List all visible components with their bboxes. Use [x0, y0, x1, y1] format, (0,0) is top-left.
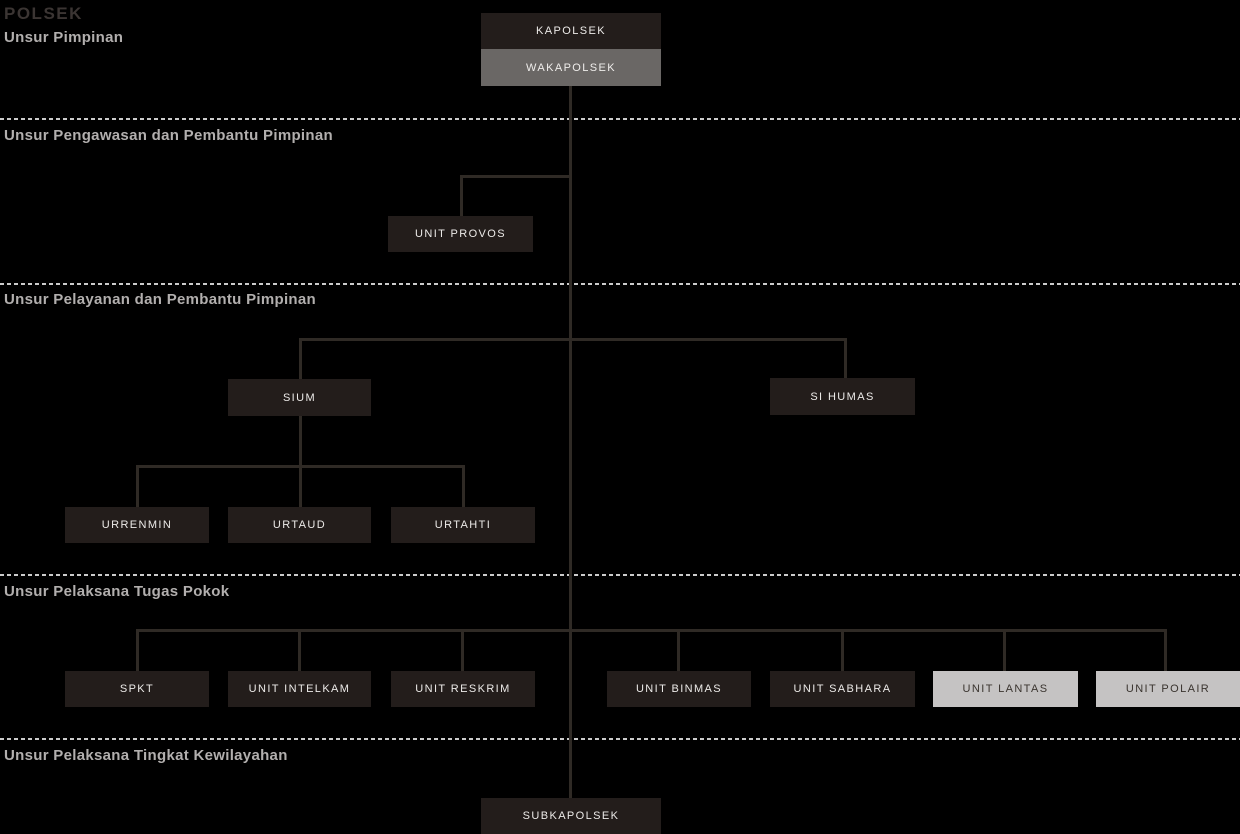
connector-reskrim-drop: [461, 629, 464, 671]
section-divider-2: [0, 283, 1240, 285]
connector-lantas-drop: [1003, 629, 1006, 671]
section-divider-4: [0, 738, 1240, 740]
connector-provos-drop: [460, 175, 463, 216]
node-sium: SIUM: [228, 379, 371, 416]
node-unit-reskrim: UNIT RESKRIM: [391, 671, 535, 707]
connector-polair-drop: [1164, 629, 1167, 671]
node-spkt: SPKT: [65, 671, 209, 707]
page-title: POLSEK: [4, 4, 83, 23]
section-label-unsur-pengawasan: Unsur Pengawasan dan Pembantu Pimpinan: [4, 127, 333, 144]
node-wakapolsek: WAKAPOLSEK: [481, 49, 661, 86]
connector-urtahti-drop: [462, 465, 465, 507]
node-unit-sabhara: UNIT SABHARA: [770, 671, 915, 707]
node-urtahti: URTAHTI: [391, 507, 535, 543]
node-kapolsek: KAPOLSEK: [481, 13, 661, 49]
node-unit-polair: UNIT POLAIR: [1096, 671, 1240, 707]
connector-pelayanan-bar: [299, 338, 847, 341]
section-label-unsur-pelayanan: Unsur Pelayanan dan Pembantu Pimpinan: [4, 291, 317, 308]
connector-intelkam-drop: [298, 629, 301, 671]
section-divider-3: [0, 574, 1240, 576]
section-label-unsur-pimpinan: Unsur Pimpinan: [4, 29, 124, 46]
node-unit-binmas: UNIT BINMAS: [607, 671, 751, 707]
node-urtaud: URTAUD: [228, 507, 371, 543]
connector-provos-horizontal: [460, 175, 572, 178]
section-divider-1: [0, 118, 1240, 120]
node-unit-provos: UNIT PROVOS: [388, 216, 533, 252]
connector-binmas-drop: [677, 629, 680, 671]
connector-urtaud-drop: [299, 465, 302, 507]
connector-tugas-pokok-bar: [136, 629, 1167, 632]
node-unit-intelkam: UNIT INTELKAM: [228, 671, 371, 707]
node-subkapolsek: SUBKAPOLSEK: [481, 798, 661, 834]
node-si-humas: SI HUMAS: [770, 378, 915, 415]
connector-spkt-drop: [136, 629, 139, 671]
section-label-unsur-pelaksana-tugas: Unsur Pelaksana Tugas Pokok: [4, 583, 230, 600]
node-urrenmin: URRENMIN: [65, 507, 209, 543]
node-unit-lantas: UNIT LANTAS: [933, 671, 1078, 707]
connector-sabhara-drop: [841, 629, 844, 671]
connector-sium-stem: [299, 415, 302, 467]
section-label-unsur-kewilayahan: Unsur Pelaksana Tingkat Kewilayahan: [4, 747, 288, 764]
connector-main-vertical: [569, 86, 572, 798]
connector-sium-drop: [299, 338, 302, 379]
connector-urrenmin-drop: [136, 465, 139, 507]
connector-sihumas-drop: [844, 338, 847, 378]
